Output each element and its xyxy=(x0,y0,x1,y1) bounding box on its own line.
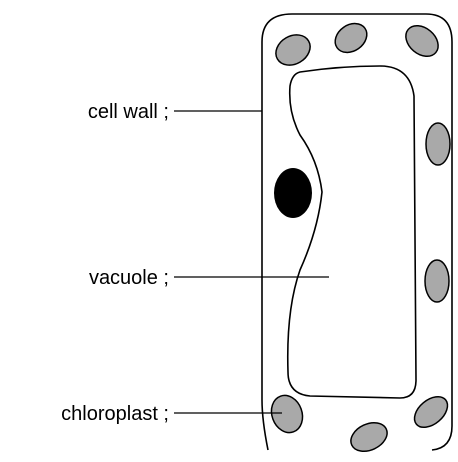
vacuole-label: vacuole ; xyxy=(89,267,169,289)
chloroplast xyxy=(346,417,391,457)
chloroplast xyxy=(400,19,444,62)
nucleus xyxy=(274,168,312,218)
chloroplast xyxy=(330,18,373,59)
chloroplast-label: chloroplast ; xyxy=(61,403,169,425)
cell-wall-label: cell wall ; xyxy=(88,101,169,123)
chloroplast xyxy=(266,391,307,437)
vacuole-outline xyxy=(288,66,416,398)
chloroplast xyxy=(425,260,449,302)
chloroplast xyxy=(426,123,450,165)
chloroplast xyxy=(409,391,454,434)
chloroplast xyxy=(270,29,315,71)
